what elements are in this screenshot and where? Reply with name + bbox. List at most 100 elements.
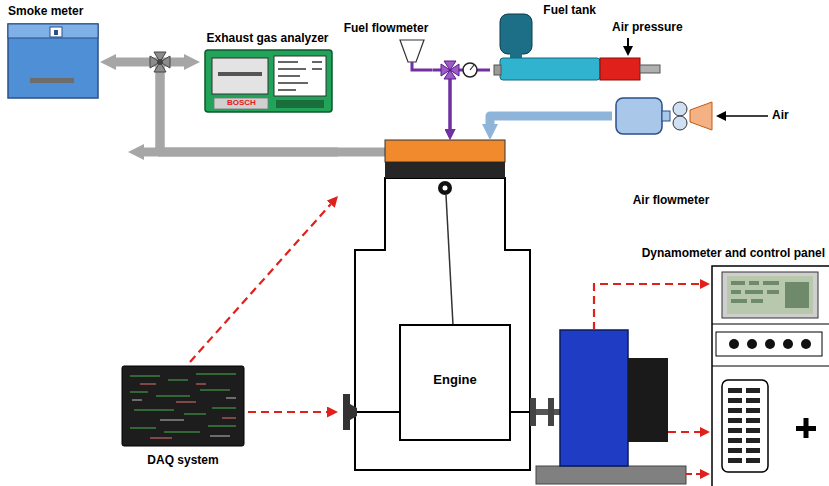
tank-vessel (500, 14, 532, 54)
intake-cone (690, 102, 712, 130)
piston-pin (443, 186, 448, 191)
smoke-meter-figure (8, 24, 98, 98)
gauge-needle (470, 65, 474, 70)
pressure-arrow (627, 38, 629, 46)
valve-hub (157, 59, 163, 65)
analyzer-slot (218, 72, 262, 76)
crankcase (400, 325, 510, 440)
daq-system: DAQ system (118, 362, 248, 470)
analyzer-body (205, 50, 332, 112)
three-way-valve (441, 61, 459, 79)
annotation-label: BOSCH (227, 98, 256, 108)
dyno-control-panel: Dynamometer and control panel (712, 266, 829, 486)
panel-button (765, 339, 775, 349)
burette-funnel (400, 40, 424, 62)
fuel-tank: Fuel tank (490, 2, 600, 88)
panel-divider (712, 366, 829, 367)
engine-figure (343, 140, 560, 470)
signal-line (190, 204, 331, 362)
equipment-label: Fuel tank (543, 3, 596, 18)
gas-analyzer: Exhaust gas analyzer (200, 30, 335, 115)
flowmeter-lobe (673, 116, 687, 130)
smoke-meter: Smoke meter (4, 2, 100, 100)
signal-arrow (594, 284, 700, 330)
daq-rack (122, 366, 244, 446)
piston-pin (438, 181, 452, 195)
exhaust-valve (150, 52, 170, 72)
flywheel (343, 394, 350, 430)
panel-handle (804, 418, 809, 438)
fuel-flowmeter: Fuel flowmeter (340, 20, 433, 84)
smoke-meter-body (8, 24, 98, 98)
daq-wiring (140, 384, 236, 438)
pump-body (500, 58, 600, 80)
signal-line (248, 411, 327, 413)
dyno-base (536, 466, 686, 484)
output-shaft (510, 411, 530, 413)
control-panel-figure (712, 266, 829, 486)
panel-divider (712, 324, 829, 325)
button-strip (716, 332, 822, 356)
screen-lines (278, 61, 322, 91)
equipment-label: Air flowmeter (633, 193, 710, 208)
engine-block (355, 178, 530, 470)
analyzer-printer (212, 58, 268, 94)
fuel-pipe (412, 62, 432, 70)
daq-figure (122, 366, 244, 446)
intake-pipe (490, 116, 612, 124)
equipment-label: Dynamometer and control panel (642, 246, 825, 261)
air-box (616, 98, 662, 134)
fuel-flowmeter-figure (400, 40, 432, 70)
equipment-label: DAQ system (147, 453, 218, 468)
cylinder (385, 162, 505, 178)
panel-monitor (722, 272, 818, 318)
coupling-flange (548, 398, 554, 426)
annotation-label: Air pressure (612, 20, 683, 35)
panel-grille (722, 380, 768, 472)
equipment-label: Smoke meter (8, 4, 83, 19)
coupling-flange (530, 398, 536, 426)
air-flowmeter: Air flowmeter (612, 94, 730, 210)
engine: Engine (338, 140, 538, 480)
panel-button (783, 339, 793, 349)
air-stub (662, 111, 670, 121)
cylinder-head (385, 140, 505, 162)
exhaust-pipe (116, 62, 338, 152)
gauge-dial (463, 63, 477, 77)
equipment-label: Engine (433, 372, 476, 388)
dyno-rear (628, 358, 668, 442)
smoke-meter-slot (30, 78, 74, 83)
panel-cabinet (712, 266, 829, 486)
smoke-meter-port (50, 27, 62, 37)
dynamometer-figure (536, 284, 700, 484)
air-arrow (726, 115, 768, 117)
connecting-rod (446, 195, 453, 325)
pressure-cylinder (600, 58, 640, 80)
smoke-meter-port (54, 30, 58, 35)
pump-nozzle (494, 65, 501, 75)
equipment-label: Fuel flowmeter (344, 21, 429, 36)
grille-slots (728, 388, 760, 463)
analyzer-nameplate (214, 98, 268, 109)
tank-neck (510, 52, 522, 58)
daq-wiring (132, 398, 236, 436)
analyzer-keys (276, 100, 324, 108)
smoke-meter-lid (8, 24, 98, 38)
flowmeter-lobe (673, 102, 687, 116)
panel-button (747, 339, 757, 349)
analyzer-screen (274, 56, 326, 96)
annotation-label: Air (772, 108, 789, 123)
panel-button (801, 339, 811, 349)
screen-widgets (731, 281, 809, 308)
dyno-body (560, 330, 628, 466)
fuel-gauge (463, 63, 477, 77)
panel-button (729, 339, 739, 349)
exhaust-stub (338, 148, 386, 157)
monitor-screen (727, 276, 813, 314)
flywheel-hub (350, 404, 357, 420)
pressure-rod (640, 65, 660, 73)
